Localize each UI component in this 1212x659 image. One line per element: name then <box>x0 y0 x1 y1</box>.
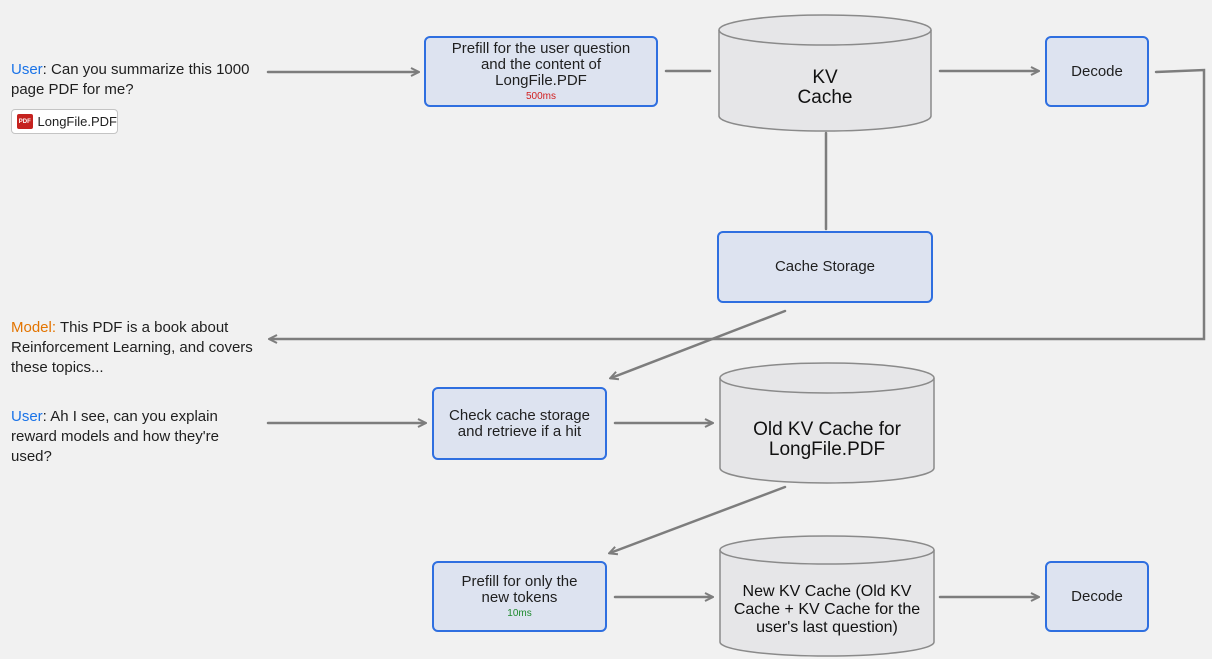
user-speaker-label-2: User <box>11 408 43 425</box>
user-message-text-2: Ah I see, can you explain reward models … <box>11 408 219 465</box>
old-kv-cache-cylinder <box>719 362 935 484</box>
old-kv-cache-label: Old KV Cache for LongFile.PDF <box>753 419 901 460</box>
attachment-name: LongFile.PDF <box>37 114 117 129</box>
prefill-new-box: Prefill for only the new tokens 10ms <box>432 561 607 632</box>
user-message-1: User: Can you summarize this 1000 page P… <box>11 61 250 98</box>
kv-cache-label: KV Cache <box>797 67 853 108</box>
decode-top-label: Decode <box>1071 62 1123 80</box>
prefill-new-timing: 10ms <box>507 608 532 619</box>
model-message-text: This PDF is a book about Reinforcement L… <box>11 319 253 376</box>
prefill-new-label: Prefill for only the new tokens <box>461 573 578 606</box>
pdf-attachment-chip[interactable]: PDF LongFile.PDF <box>11 109 118 134</box>
user-message-text: Can you summarize this 1000 page PDF for… <box>11 61 250 98</box>
user-message-2: User: Ah I see, can you explain reward m… <box>11 408 219 465</box>
user-speaker-label: User <box>11 61 43 78</box>
pdf-icon: PDF <box>17 114 33 129</box>
arrow-oldcache-to-prefill <box>610 485 787 553</box>
cache-storage-box: Cache Storage <box>717 231 933 303</box>
new-kv-cache-label: New KV Cache (Old KV Cache + KV Cache fo… <box>733 583 921 636</box>
arrow-storage-to-check <box>611 309 787 378</box>
check-cache-box: Check cache storage and retrieve if a hi… <box>432 387 607 460</box>
prefill-full-label: Prefill for the user question and the co… <box>451 40 631 89</box>
prefill-full-timing: 500ms <box>525 91 556 102</box>
new-kv-cache-cylinder <box>719 535 935 657</box>
model-message: Model: This PDF is a book about Reinforc… <box>11 318 261 378</box>
model-speaker-label: Model: <box>11 319 57 336</box>
decode-bottom-box: Decode <box>1045 561 1149 632</box>
decode-bottom-label: Decode <box>1071 587 1123 605</box>
kv-cache-cylinder <box>718 14 932 132</box>
decode-top-box: Decode <box>1045 36 1149 107</box>
check-cache-label: Check cache storage and retrieve if a hi… <box>449 406 590 440</box>
prefill-full-box: Prefill for the user question and the co… <box>424 36 658 107</box>
arrow-decode-to-model <box>270 68 1206 339</box>
cache-storage-label: Cache Storage <box>774 258 876 275</box>
